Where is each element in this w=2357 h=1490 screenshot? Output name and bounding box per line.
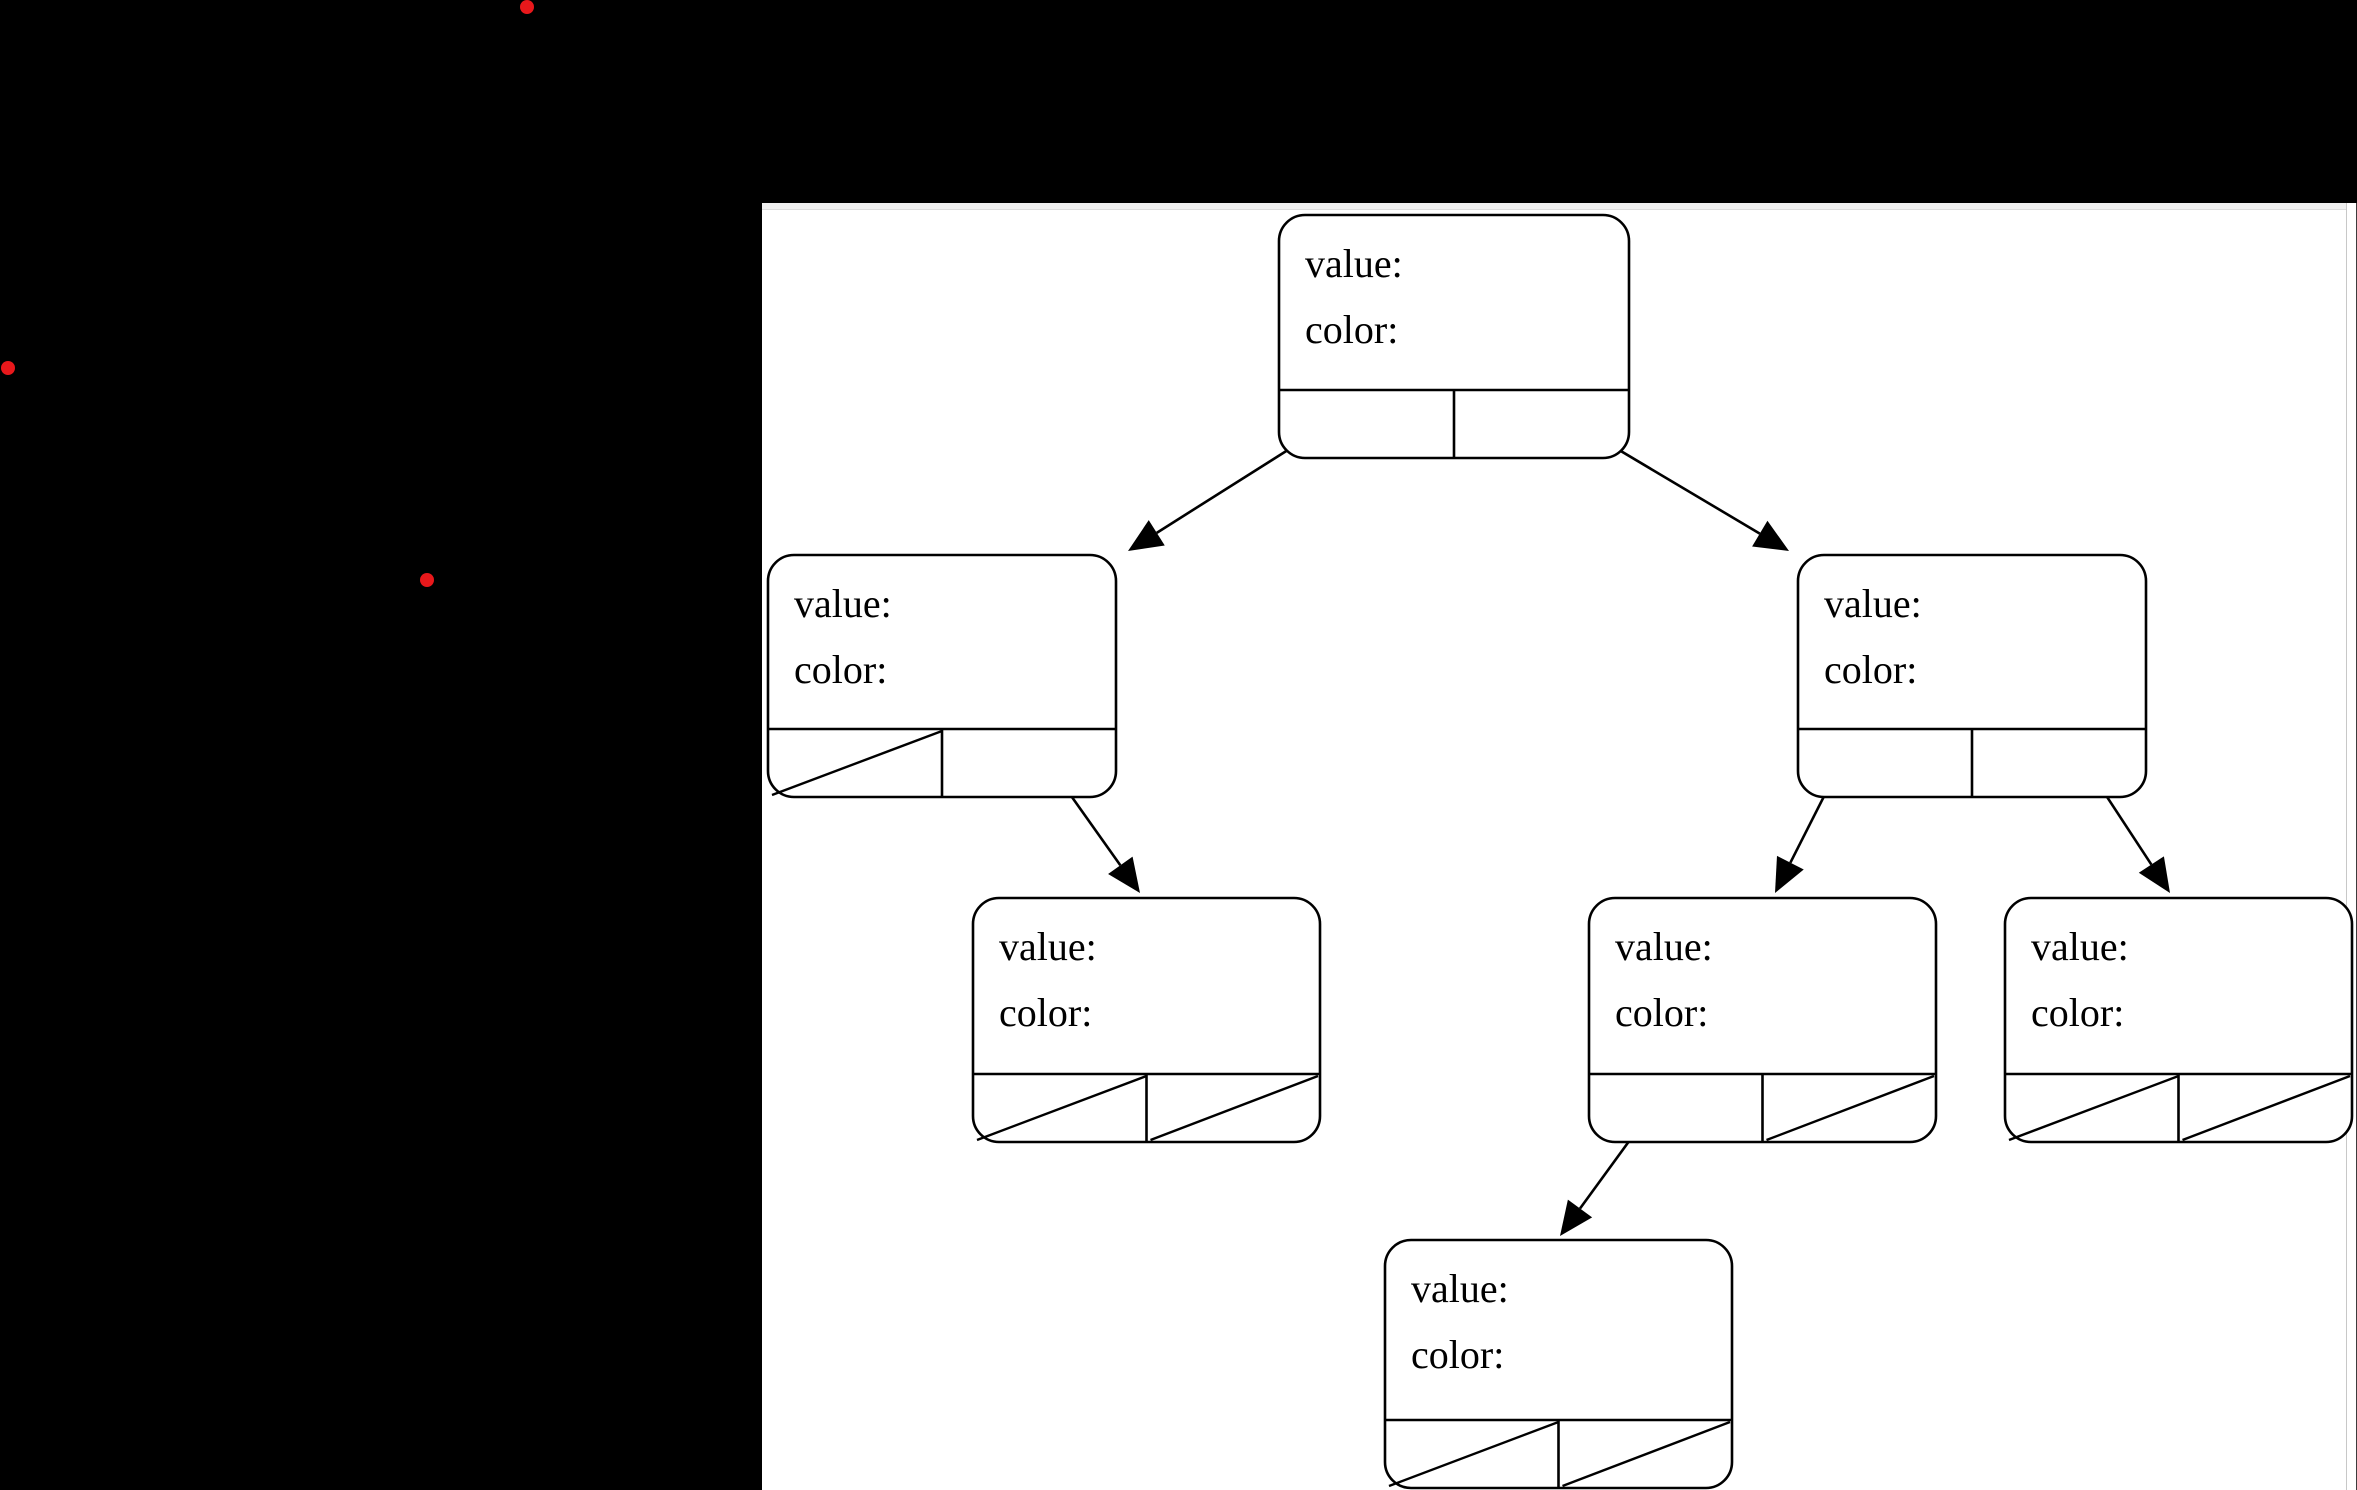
panel-top-divider <box>762 203 2357 210</box>
node-value-label: value: <box>2031 924 2129 969</box>
null-pointer-slash-right <box>1766 1074 1935 1142</box>
node-color-label: color: <box>1411 1332 1504 1377</box>
node-color-label: color: <box>1824 647 1917 692</box>
node-leaf-a[interactable]: value: color: <box>971 896 1322 1144</box>
null-pointer-slash-left <box>1388 1420 1559 1488</box>
arrow-head-icon <box>1775 855 1804 893</box>
node-root[interactable]: value: color: <box>1277 213 1631 460</box>
node-value-label: value: <box>1305 241 1403 286</box>
null-pointer-slash-right <box>1150 1074 1319 1142</box>
node-value-label: value: <box>1824 581 1922 626</box>
node-leaf-d[interactable]: value: color: <box>1383 1238 1734 1490</box>
marker-dot-top <box>520 0 534 14</box>
node-right-child[interactable]: value: color: <box>1796 553 2148 799</box>
arrow-head-icon <box>1560 1199 1593 1236</box>
node-color-label: color: <box>794 647 887 692</box>
null-pointer-slash-left <box>2008 1074 2179 1142</box>
arrow-head-icon <box>1128 520 1165 551</box>
null-pointer-slash-right <box>2182 1074 2351 1142</box>
node-value-label: value: <box>794 581 892 626</box>
node-value-label: value: <box>999 924 1097 969</box>
node-left-child[interactable]: value: color: <box>766 553 1118 799</box>
arrow-head-icon <box>2138 856 2170 893</box>
node-color-label: color: <box>2031 990 2124 1035</box>
arrow-head-icon <box>1752 520 1789 551</box>
arrow-head-icon <box>1108 856 1140 893</box>
null-pointer-slash-left <box>976 1074 1147 1142</box>
node-color-label: color: <box>999 990 1092 1035</box>
red-black-tree-diagram: value:color:value:color:value:color:valu… <box>766 213 2354 1490</box>
node-leaf-c[interactable]: value: color: <box>2003 896 2354 1144</box>
node-color-label: color: <box>1305 307 1398 352</box>
node-leaf-b[interactable]: value: color: <box>1587 896 1938 1144</box>
null-pointer-slash-left <box>771 729 943 797</box>
marker-dot-left <box>1 361 15 375</box>
marker-dot-mid <box>420 573 434 587</box>
node-value-label: value: <box>1615 924 1713 969</box>
node-color-label: color: <box>1615 990 1708 1035</box>
diagram-canvas-panel[interactable]: value:color:value:color:value:color:valu… <box>762 203 2357 1490</box>
null-pointer-slash-right <box>1562 1420 1731 1488</box>
node-value-label: value: <box>1411 1266 1509 1311</box>
